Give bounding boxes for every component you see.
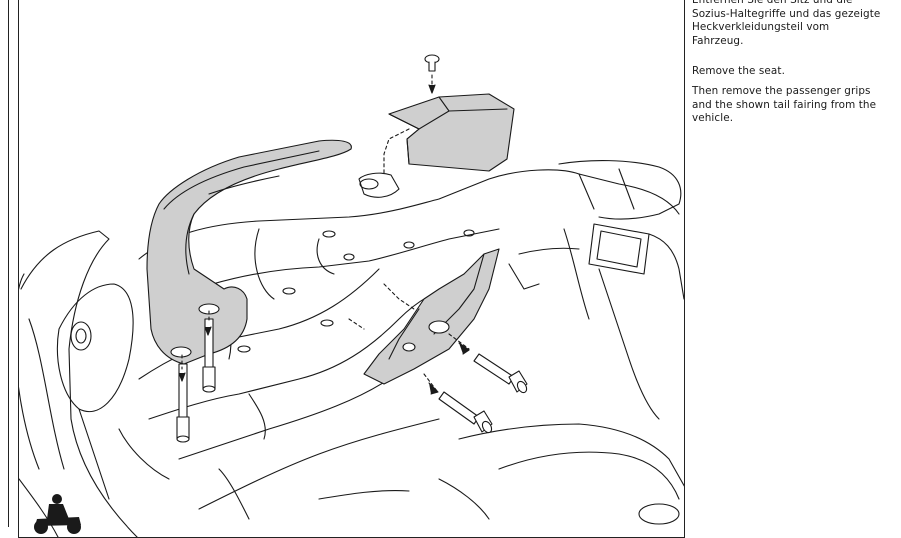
- tail-light: [588, 223, 650, 275]
- left-side-panel-inner: [56, 283, 134, 413]
- bracket-bolt-1: [473, 353, 528, 394]
- tail-fairing-part: [388, 93, 515, 172]
- tail-subframe: [138, 169, 680, 260]
- instruction-text-column: Entfernen Sie den Sitz und die Sozius-Ha…: [692, 0, 897, 126]
- english-step-remove-seat: Remove the seat.: [692, 65, 785, 78]
- fairing-screw: [424, 54, 440, 72]
- instruction-page: Entfernen Sie den Sitz und die Sozius-Ha…: [8, 0, 897, 538]
- grip-bolt-left-1: [202, 318, 216, 393]
- right-tail-section: [558, 160, 682, 220]
- bracket-bolt-hole: [428, 320, 450, 334]
- left-passenger-grip: [146, 139, 352, 365]
- right-grip-bracket: [363, 248, 500, 385]
- motorcycle-rider-icon: [34, 494, 81, 534]
- left-panel-bolt-hole: [70, 321, 92, 351]
- left-margin-rule: [8, 0, 9, 527]
- left-side-fairing: [20, 230, 138, 537]
- grip-bolt-hole-lower: [170, 346, 192, 358]
- illustration-frame: [18, 0, 685, 538]
- german-instruction: Entfernen Sie den Sitz und die Sozius-Ha…: [692, 0, 881, 47]
- bracket-bolt-2: [438, 391, 493, 434]
- motorcycle-tail-exploded-view: [19, 54, 684, 537]
- english-step-remove-grips: Then remove the passenger grips and the …: [692, 84, 877, 125]
